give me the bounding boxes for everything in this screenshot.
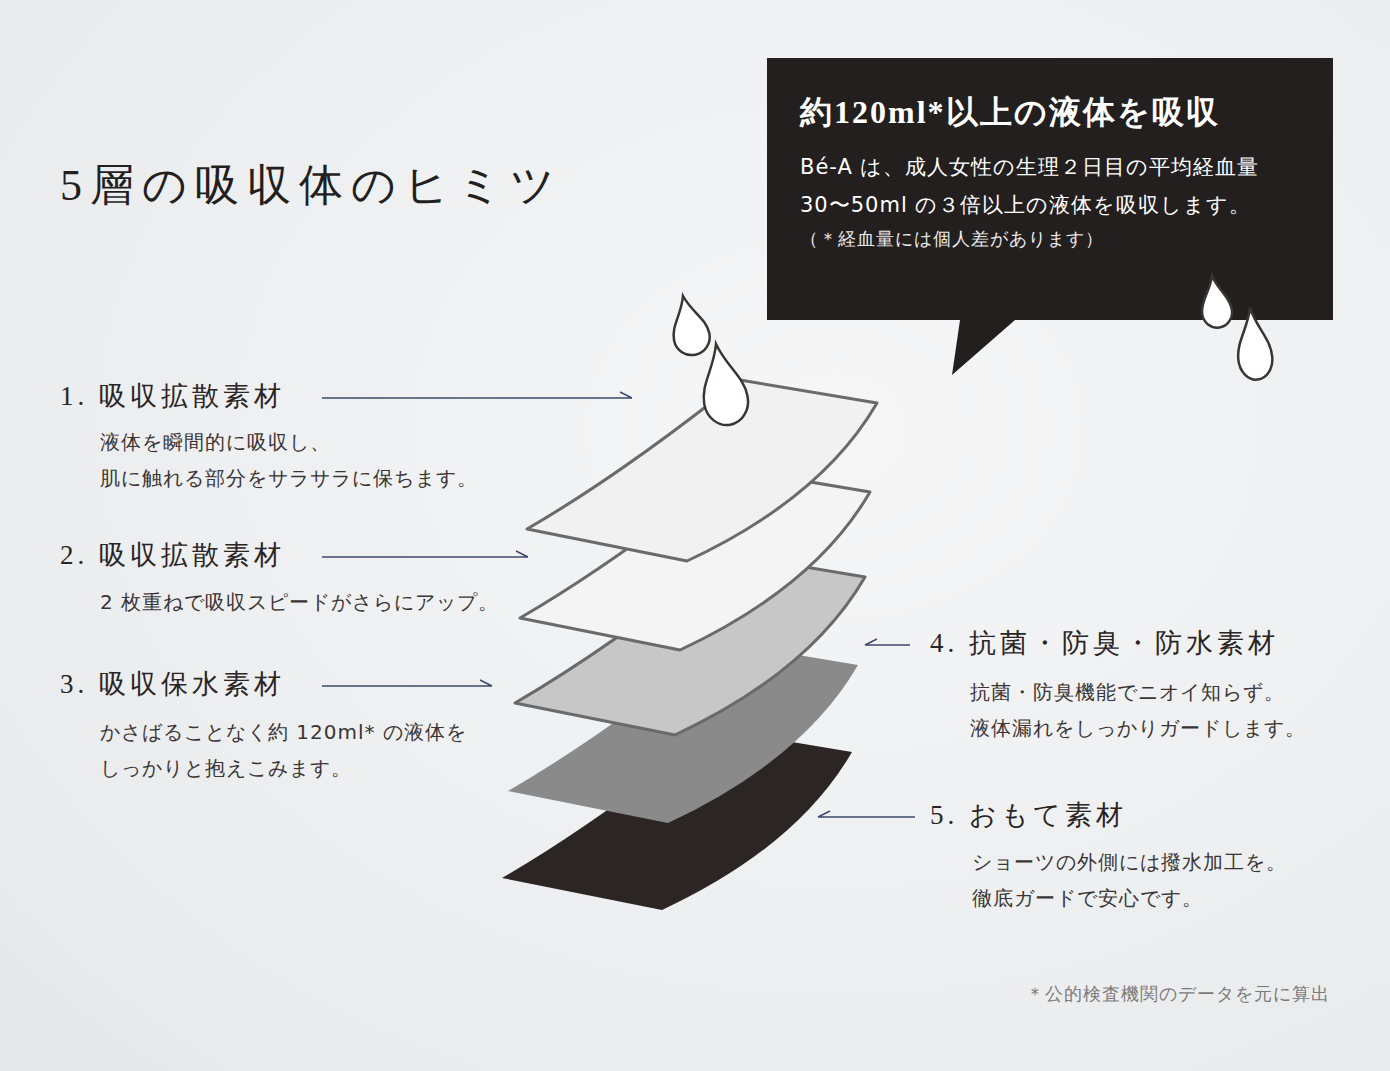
- liquid-drop: [1197, 274, 1234, 330]
- layer-heading: 2. 吸収拡散素材: [60, 539, 285, 571]
- layer-description: 抗菌・防臭機能でニオイ知らず。 液体漏れをしっかりガードします。: [970, 674, 1360, 746]
- layer-heading: 5. おもて素材: [930, 799, 1127, 831]
- layer-description: かさばることなく約 120ml* の液体を しっかりと抱えこみます。: [100, 714, 520, 786]
- layer-description: 液体を瞬間的に吸収し、 肌に触れる部分をサラサラに保ちます。: [100, 424, 560, 496]
- liquid-drop: [694, 340, 752, 428]
- footnote: ＊公的検査機関のデータを元に算出: [880, 982, 1330, 1006]
- leader-arrow: [322, 392, 632, 398]
- layer-description: 2 枚重ねで吸収スピードがさらにアップ。: [100, 584, 560, 620]
- liquid-drop: [665, 292, 713, 358]
- leader-arrow: [322, 680, 492, 686]
- leader-arrow: [818, 811, 915, 817]
- callout-heading: 約120ml*以上の液体を吸収: [800, 92, 1300, 134]
- callout-note: （＊経血量には個人差があります）: [800, 224, 1300, 254]
- layer-1: [527, 380, 877, 561]
- speech-bubble: 約120ml*以上の液体を吸収 Bé-A は、成人女性の生理２日目の平均経血量 3…: [767, 58, 1333, 320]
- layer-heading: 4. 抗菌・防臭・防水素材: [930, 627, 1279, 659]
- leader-arrow: [865, 639, 910, 645]
- callout-body: Bé-A は、成人女性の生理２日目の平均経血量 30〜50ml の３倍以上の液体…: [800, 148, 1300, 224]
- layer-heading: 1. 吸収拡散素材: [60, 380, 285, 412]
- liquid-drop: [1233, 306, 1274, 381]
- layer-heading: 3. 吸収保水素材: [60, 668, 285, 700]
- leader-arrow: [322, 551, 528, 557]
- layer-description: ショーツの外側には撥水加工を。 徹底ガードで安心です。: [972, 844, 1362, 916]
- diagram-title: 5層の吸収体のヒミツ: [60, 160, 563, 213]
